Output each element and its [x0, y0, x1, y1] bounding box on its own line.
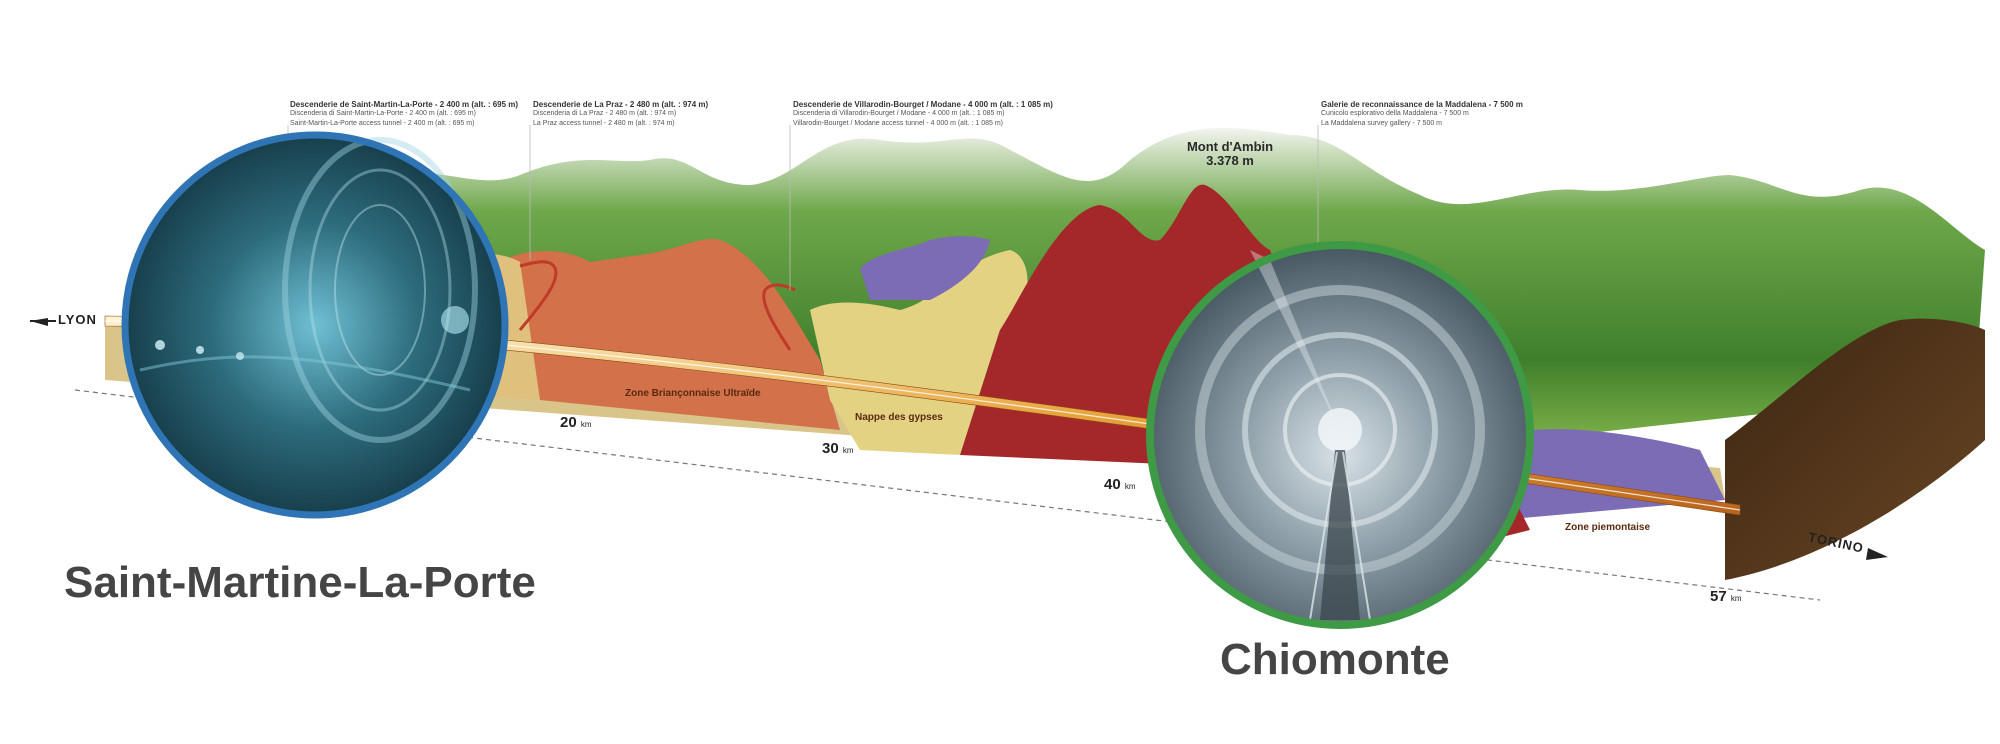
annotation-title: Descenderie de La Praz - 2 480 m (alt. :… — [533, 100, 709, 109]
site-label-saint-martin: Saint-Martine-La-Porte — [64, 558, 536, 607]
zone-label-piemontaise: Zone piemontaise — [1565, 522, 1651, 533]
saint-martin-tunnel-photo — [121, 131, 509, 519]
annotation-line: La Maddalena survey gallery - 7 500 m — [1321, 120, 1443, 127]
direction-lyon: LYON — [58, 312, 97, 327]
peak-name: Mont d'Ambin — [1186, 139, 1274, 154]
annotation-title: Galerie de reconnaissance de la Maddalen… — [1321, 100, 1523, 109]
annotation-line: Discenderia di Saint-Martin-La-Porte - 2… — [290, 110, 476, 117]
annotation-maddalena-gallery: Galerie de reconnaissance de la Maddalen… — [1321, 100, 1523, 129]
annotation-line: La Praz access tunnel - 2 480 m (alt. : … — [533, 120, 675, 127]
annotation-title: Descenderie de Saint-Martin-La-Porte - 2… — [290, 100, 519, 109]
annotation-line: Villarodin-Bourget / Modane access tunne… — [793, 120, 1003, 127]
annotation-title: Descenderie de Villarodin-Bourget / Moda… — [793, 100, 1053, 109]
km-marker-40: 40 km — [1104, 476, 1136, 493]
rock-block-side — [1725, 318, 1985, 580]
annotation-line: Cunicolo esplorativo della Maddalena - 7… — [1321, 110, 1469, 117]
zone-label-briançonnaise: Zone Briançonnaise Ultraïde — [625, 388, 761, 399]
km-marker-30: 30 km — [822, 440, 854, 457]
annotation-villarodin-adit: Descenderie de Villarodin-Bourget / Moda… — [793, 100, 1053, 129]
annotation-la-praz-adit: Descenderie de La Praz - 2 480 m (alt. :… — [533, 100, 708, 129]
km-marker-20: 20 km — [560, 414, 592, 431]
annotation-line: Saint-Martin-La-Porte access tunnel - 2 … — [290, 120, 475, 127]
zone-label-gypses: Nappe des gypses — [855, 412, 943, 423]
chiomonte-tunnel-photo — [1146, 241, 1534, 629]
zone-purple-small — [860, 236, 990, 300]
annotation-saint-martin-adit: Descenderie de Saint-Martin-La-Porte - 2… — [290, 100, 518, 129]
peak-label: Mont d'Ambin 3.378 m — [1170, 140, 1290, 168]
base-tunnel — [104, 315, 1741, 516]
zone-orange — [500, 238, 840, 430]
annotation-line: Discenderia di La Praz - 2 480 m (alt. :… — [533, 110, 677, 117]
site-label-chiomonte: Chiomonte — [1220, 635, 1450, 684]
arrow-east-icon — [1866, 548, 1888, 560]
km-marker-57: 57 km — [1710, 588, 1742, 605]
annotation-line: Discenderia di Villarodin-Bourget / Moda… — [793, 110, 1005, 117]
access-adit-1 — [518, 260, 558, 331]
peak-altitude: 3.378 m — [1206, 153, 1254, 168]
access-adit-2 — [762, 283, 796, 351]
